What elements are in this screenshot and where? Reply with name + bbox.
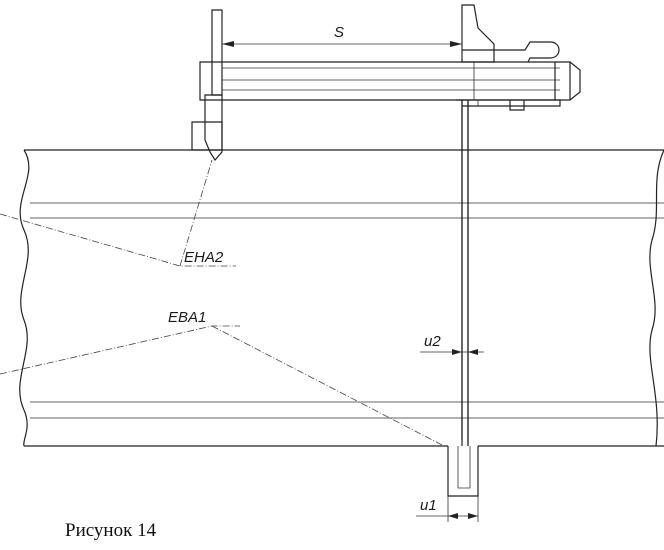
dimension-s-arrow-right [450, 41, 462, 47]
leader-eha2 [0, 213, 236, 267]
right-break-line [649, 149, 664, 447]
caliper-slider-body [462, 41, 561, 107]
label-eba1: EBA1 [168, 309, 206, 326]
left-break-line [19, 149, 30, 447]
caliper [191, 4, 581, 497]
dimension-u1: u1 [416, 496, 479, 522]
caliper-slider-body-lower [473, 62, 479, 106]
dimension-s: S [221, 20, 463, 58]
leader-eba1-to-probe [211, 325, 445, 447]
caliper-left-jaw-tip [204, 94, 223, 162]
dimension-u1-label: u1 [420, 497, 437, 514]
caliper-slider-top-jaw [461, 4, 495, 63]
figure-caption: Рисунок 14 [65, 520, 157, 541]
leader-eha2-to-jaw [179, 159, 213, 267]
dimension-u1-arrow-right [468, 513, 478, 519]
leader-eba1-left [0, 325, 240, 375]
label-eha2: EHA2 [184, 249, 224, 266]
dimension-s-arrow-left [222, 41, 234, 47]
dimension-u1-arrow-left [448, 513, 458, 519]
caliper-probe-foot [447, 446, 479, 497]
caliper-beam-end [554, 61, 581, 101]
caliper-probe-foot-inner [457, 446, 471, 489]
caliper-thumb-screw [509, 100, 525, 111]
caliper-left-jaw [211, 9, 223, 96]
rail-body [19, 149, 664, 447]
dimension-s-label: S [334, 24, 344, 41]
dimension-u2-arrow-left [452, 349, 462, 355]
left-support-block [191, 121, 223, 151]
leader-lines [0, 159, 445, 447]
dimension-u2-label: u2 [424, 333, 441, 350]
dimension-u2-arrow-right [468, 349, 478, 355]
dimension-u2: u2 [420, 333, 484, 355]
